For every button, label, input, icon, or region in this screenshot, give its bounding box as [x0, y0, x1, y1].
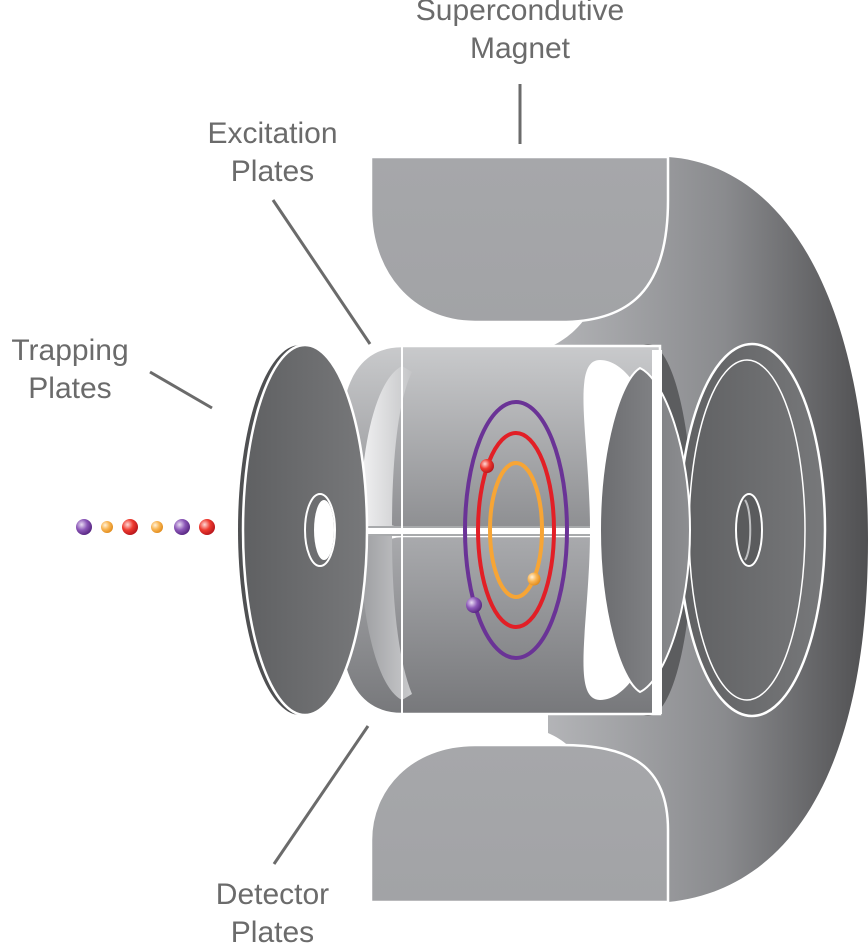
label-trapping-line2: Plates — [28, 372, 112, 405]
cylinder-inner-right — [598, 366, 692, 694]
label-excitation-line2: Plates — [230, 155, 315, 188]
label-detector-plates: Detector Plates — [170, 876, 375, 952]
plate-gap — [336, 526, 664, 536]
label-superconducting-magnet: Supercondutive Magnet — [380, 0, 660, 68]
beam-ion-purple — [174, 519, 190, 535]
label-excitation-line1: Excitation — [207, 117, 338, 150]
label-trapping-plates: Trapping Plates — [0, 332, 140, 408]
leader-trapping — [149, 370, 213, 410]
label-detector-line2: Plates — [230, 916, 315, 949]
leader-excitation — [271, 199, 372, 345]
beam-ion-purple — [76, 519, 92, 535]
cell-cylinder — [336, 344, 692, 716]
label-detector-line1: Detector — [215, 878, 330, 911]
beam-ion-red — [199, 519, 215, 535]
magnet-bottom-pole — [369, 743, 670, 904]
beam-ion-orange — [101, 521, 113, 533]
ion-purple — [466, 597, 482, 613]
orbit-orange — [488, 461, 544, 599]
label-trapping-line1: Trapping — [11, 334, 129, 367]
ion-orbits — [463, 400, 569, 660]
ion-red — [480, 459, 494, 473]
label-excitation-plates: Excitation Plates — [170, 115, 375, 191]
trapping-plate-right-hole — [735, 493, 763, 567]
leader-lines — [149, 84, 522, 865]
label-magnet-line2: Magnet — [469, 32, 571, 65]
orbit-purple — [463, 400, 569, 660]
leader-detector — [272, 725, 370, 865]
magnet-top-pole — [369, 155, 670, 324]
trapping-plate-left — [238, 343, 369, 717]
beam-ion-red — [122, 519, 138, 535]
orbit-red — [476, 431, 556, 629]
ion-orange — [527, 572, 541, 586]
ion-beam — [76, 519, 215, 535]
beam-ion-orange — [151, 521, 163, 533]
label-magnet-line1: Supercondutive — [415, 0, 625, 27]
